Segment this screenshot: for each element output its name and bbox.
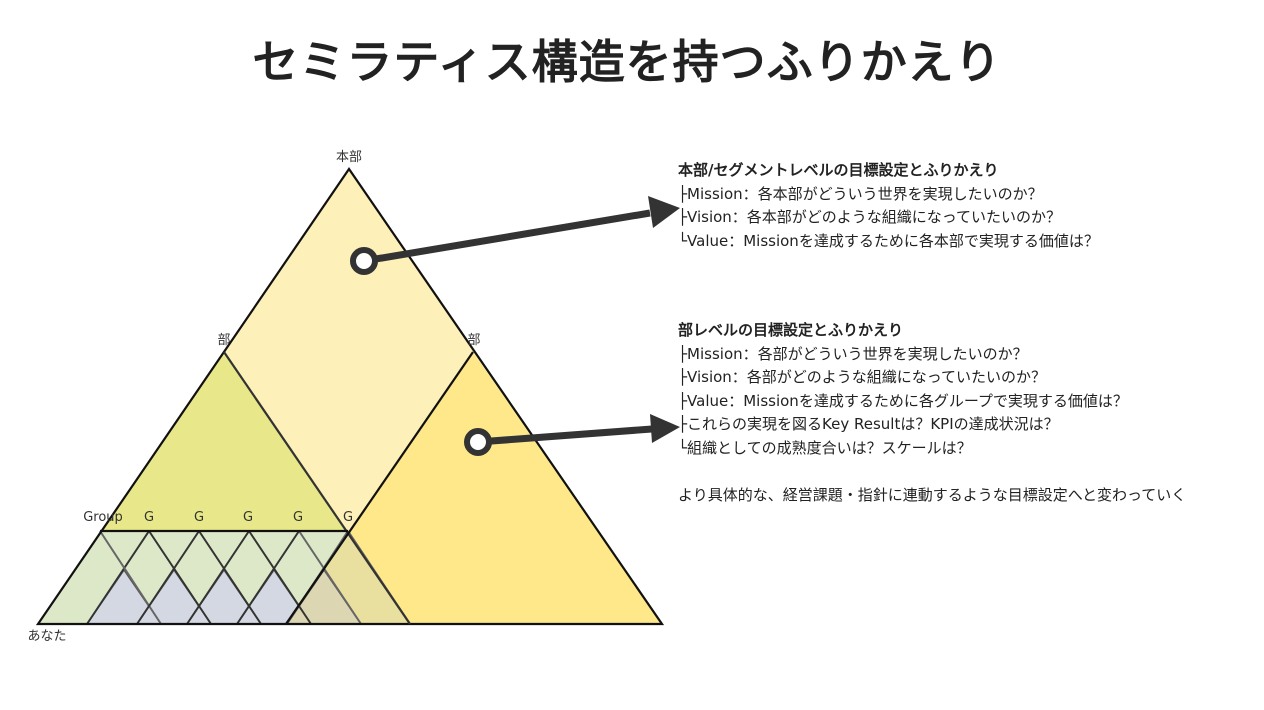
summary-text: より具体的な、経営課題・指針に連動するような目標設定へと変わっていく bbox=[678, 486, 1187, 504]
arrow-origin-circle bbox=[464, 428, 492, 456]
bu-block-line: ├Vision：各部がどのような組織になっていたいのか？ bbox=[678, 368, 1047, 386]
label-bu-left: 部 bbox=[217, 333, 230, 348]
honbu-block-line: └Value：Missionを達成するために各本部で実現する価値は？ bbox=[678, 231, 1099, 250]
label-anata: あなた bbox=[27, 629, 66, 644]
bu-right-triangle bbox=[286, 352, 662, 624]
arrow-origin-circle bbox=[350, 247, 378, 275]
arrow-bu bbox=[464, 414, 680, 456]
bu-text-block: 部レベルの目標設定とふりかえり ├Mission：各部がどういう世界を実現したい… bbox=[678, 319, 1128, 460]
bu-block-line: ├これらの実現を図るKey Resultは？KPIの達成状況は？ bbox=[678, 415, 1059, 433]
label-g: G bbox=[293, 510, 303, 525]
honbu-block-heading: 本部/セグメントレベルの目標設定とふりかえり bbox=[678, 161, 999, 179]
honbu-block-line: ├Vision：各本部がどのような組織になっていたいのか？ bbox=[678, 208, 1062, 226]
label-honbu: 本部 bbox=[336, 150, 362, 165]
bu-block-line: └組織としての成熟度合いは？スケールは？ bbox=[678, 438, 972, 457]
group-small-triangles bbox=[85, 568, 363, 625]
arrow-honbu bbox=[350, 196, 680, 275]
bu-block-line: ├Mission：各部がどういう世界を実現したいのか？ bbox=[678, 344, 1028, 363]
label-g: G bbox=[194, 510, 204, 525]
bu-block-line: ├Value：Missionを達成するために各グループで実現する価値は？ bbox=[678, 391, 1128, 410]
slide-title: セミラティス構造を持つふりかえり bbox=[252, 35, 1002, 89]
triangle-outlines bbox=[35, 167, 665, 626]
label-g: G bbox=[343, 510, 353, 525]
honbu-text-block: 本部/セグメントレベルの目標設定とふりかえり ├Mission：各本部がどういう… bbox=[678, 159, 1099, 253]
label-g: G bbox=[144, 510, 154, 525]
honbu-block-line: ├Mission：各本部がどういう世界を実現したいのか？ bbox=[678, 184, 1043, 203]
label-bu-right: 部 bbox=[467, 333, 480, 348]
bu-block-heading: 部レベルの目標設定とふりかえり bbox=[678, 321, 904, 339]
label-group: Group bbox=[83, 510, 123, 525]
label-g: G bbox=[243, 510, 253, 525]
